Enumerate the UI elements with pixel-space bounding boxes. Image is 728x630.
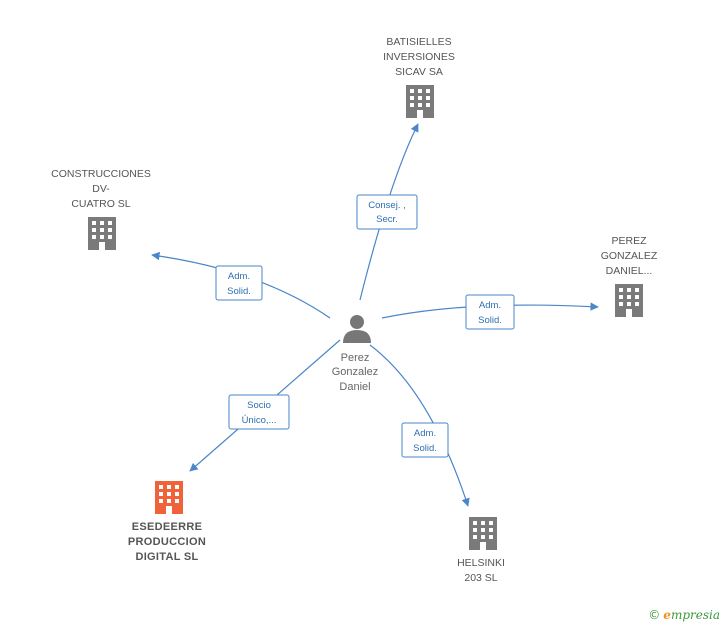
company-name-line: ESEDEERRE [132, 521, 203, 533]
person-name-line: Perez [341, 352, 370, 364]
company-node-helsinki[interactable]: HELSINKI 203 SL [457, 517, 505, 584]
building-icon [469, 517, 497, 550]
edge-label-construcciones[interactable]: Adm. Solid. [215, 265, 263, 301]
company-name-line: SICAV SA [395, 66, 443, 78]
edge-label-batisielles[interactable]: Consej. , Secr. [356, 194, 418, 230]
edge-label-helsinki[interactable]: Adm. Solid. [401, 422, 449, 458]
building-icon [406, 85, 434, 118]
edge-label-line: Secr. [376, 214, 398, 225]
company-node-perez-gonzalez[interactable]: PEREZ GONZALEZ DANIEL... [601, 235, 658, 317]
edge-label-line: Solid. [478, 315, 502, 326]
company-name-line: CONSTRUCCIONES [51, 168, 151, 180]
company-name-line: DIGITAL SL [135, 551, 198, 563]
building-icon [88, 217, 116, 250]
copyright-symbol: © [648, 608, 661, 622]
edge-label-line: Socio [247, 400, 271, 411]
company-name-line: PRODUCCION [128, 536, 206, 548]
building-icon [155, 481, 183, 514]
brand-logo-initial: e [663, 608, 671, 622]
person-name-line: Daniel [339, 381, 370, 393]
brand-footer[interactable]: ©empresia [648, 608, 720, 622]
company-node-esedeerre[interactable]: ESEDEERRE PRODUCCION DIGITAL SL [128, 481, 206, 563]
edge-label-line: Adm. [479, 300, 501, 311]
company-node-construcciones[interactable]: CONSTRUCCIONES DV- CUATRO SL [51, 168, 151, 250]
company-name-line: 203 SL [464, 572, 497, 584]
edge-label-esedeerre[interactable]: Socio Único,... [228, 394, 290, 430]
company-name-line: DANIEL... [606, 265, 653, 277]
company-name-line: CUATRO SL [71, 198, 130, 210]
center-person-node[interactable]: Perez Gonzalez Daniel [332, 315, 378, 393]
person-icon [343, 315, 371, 343]
edge-to-helsinki [369, 344, 470, 507]
company-name-line: INVERSIONES [383, 51, 455, 63]
company-name-line: DV- [92, 183, 110, 195]
company-name-line: PEREZ [611, 235, 647, 247]
edge-label-line: Solid. [413, 443, 437, 454]
company-name-line: GONZALEZ [601, 250, 658, 262]
brand-logo-text: mpresia [670, 608, 720, 622]
company-name-line: HELSINKI [457, 557, 505, 569]
company-name-line: BATISIELLES [386, 36, 451, 48]
edge-label-line: Solid. [227, 286, 251, 297]
edge-label-line: Único,... [242, 415, 277, 426]
edge-label-line: Consej. , [368, 200, 406, 211]
edges [151, 123, 599, 507]
edge-label-line: Adm. [414, 428, 436, 439]
person-name-line: Gonzalez [332, 366, 378, 378]
edge-label-perez-gonzalez[interactable]: Adm. Solid. [465, 294, 515, 330]
company-node-batisielles[interactable]: BATISIELLES INVERSIONES SICAV SA [383, 36, 455, 118]
edge-label-line: Adm. [228, 271, 250, 282]
building-icon [615, 284, 643, 317]
